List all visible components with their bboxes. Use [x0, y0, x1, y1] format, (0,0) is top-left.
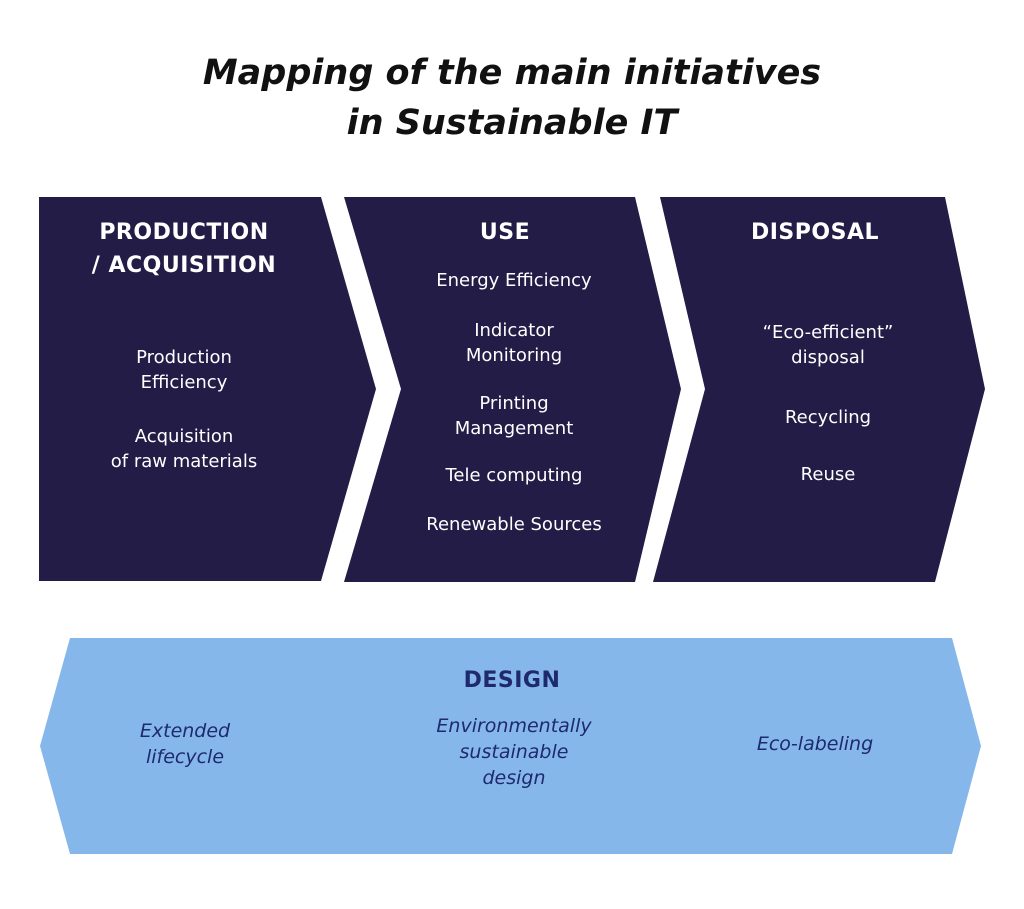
stage-item-reuse: Reuse	[800, 464, 856, 485]
stage-item-energy-efficiency: Energy Efficiency	[436, 270, 592, 291]
stage-item-acquisition-raw-materials: Acquisition of raw materials	[110, 426, 258, 472]
design-item-eco-labeling: Eco-labeling	[756, 733, 874, 755]
title-line-2: in Sustainable IT	[346, 103, 678, 143]
stage-item-printing-management: Printing Management	[454, 393, 574, 439]
diagram-title: Mapping of the main initiatives in Susta…	[0, 48, 1024, 148]
stage-item-recycling: Recycling	[784, 407, 872, 428]
stage-arrow-use	[344, 197, 681, 582]
stage-item-renewable-sources: Renewable Sources	[426, 514, 602, 535]
stage-heading-disposal: DISPOSAL	[750, 220, 879, 245]
stage-item-tele-computing: Tele computing	[445, 465, 583, 486]
stage-heading-production: PRODUCTION / ACQUISITION	[91, 220, 277, 278]
design-item-extended-lifecycle: Extended lifecycle	[139, 720, 231, 768]
stage-arrow-production	[39, 197, 376, 581]
design-item-environmentally-sustainable-design: Environmentally sustainable design	[436, 715, 592, 789]
design-band	[40, 638, 981, 854]
stage-arrow-disposal	[653, 197, 985, 582]
stage-item-indicator-monitoring: Indicator Monitoring	[465, 320, 563, 366]
title-line-1: Mapping of the main initiatives	[202, 53, 822, 93]
stage-item-eco-efficient-disposal: “Eco-efficient” disposal	[762, 322, 894, 368]
stage-item-production-efficiency: Production Efficiency	[136, 347, 232, 393]
stage-heading-use: USE	[479, 220, 531, 245]
design-heading: DESIGN	[463, 668, 561, 693]
